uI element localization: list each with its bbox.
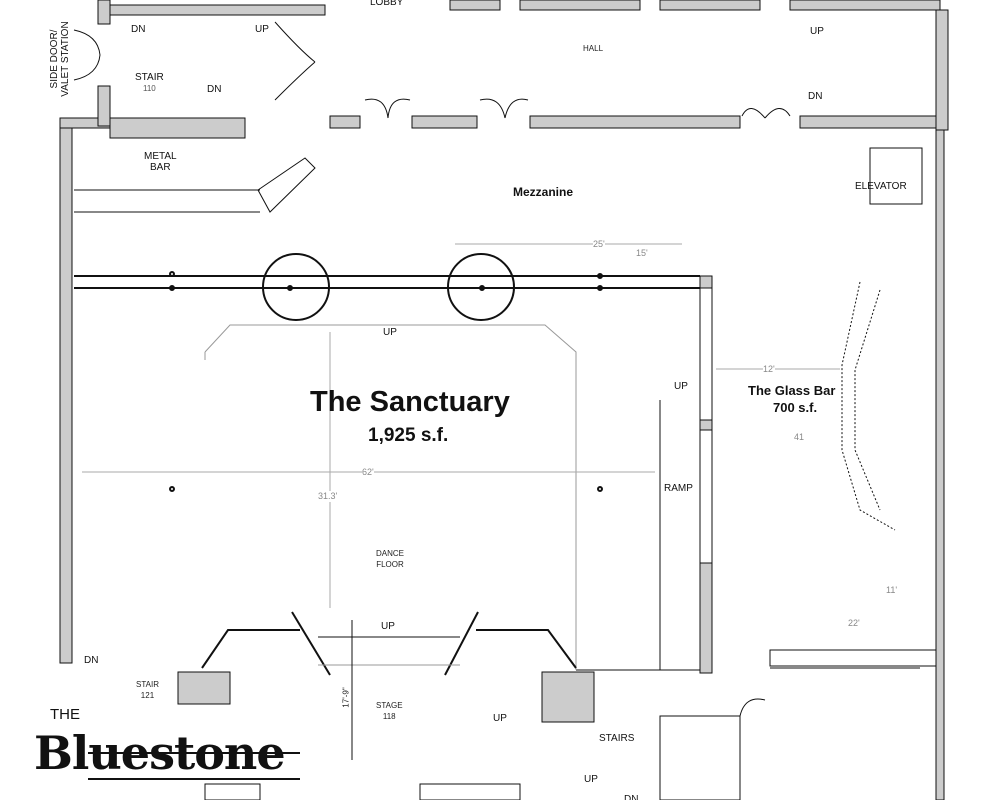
dimension-glass-bar-lower-depth: 11' [886,585,898,595]
sanctuary-area: 1,925 s.f. [368,425,449,446]
doors [73,21,791,717]
glass-bar-counter [841,281,896,531]
metal-bar-label: METAL BAR [144,151,177,173]
hall-label: HALL [583,44,604,53]
up-label: UP [584,774,598,785]
dn-label: DN [624,794,639,800]
elevator-label: ELEVATOR [855,181,907,192]
glass-bar-area: 700 s.f. [773,400,818,415]
dimension-sanctuary-depth: 31.3' [318,491,338,502]
dimension-glass-bar-width: 12' [763,364,775,375]
dance-floor-label: DANCE FLOOR [376,548,404,570]
up-label: UP [810,26,824,37]
dn-label: DN [207,84,222,95]
stage-label: STAGE 118 [376,700,403,722]
glass-bar-title: The Glass Bar [748,383,836,398]
stairs-label: STAIRS [599,733,635,744]
dimension-glass-bar-length: 41 [794,432,805,442]
stage-number: 118 [382,712,396,721]
mezzanine-label: Mezzanine [513,185,574,199]
side-door-line-1: SIDE DOOR/ [49,29,60,89]
side-door-label: SIDE DOOR/ VALET STATION [49,19,71,99]
logo-rule [88,778,300,780]
metal-bar-line-2: BAR [150,162,171,173]
lobby-label: LOBBY [370,0,404,8]
ramp-label: RAMP [664,483,693,494]
metal-bar-counter [74,157,316,213]
dance-floor-line-2: FLOOR [376,560,404,569]
up-label: UP [493,713,507,724]
up-label: UP [381,621,395,632]
up-label: UP [255,24,269,35]
sanctuary-title: The Sanctuary [310,386,510,418]
dance-floor-outline [204,324,577,670]
logo-prefix: THE [50,706,80,723]
stair-number: 121 [140,691,155,700]
stage-outline [201,629,300,669]
dimension-lines [82,243,840,760]
dimension-glass-bar-lower-width: 22' [848,618,860,628]
dimension-sanctuary-width: 62' [362,467,374,478]
dance-floor-line-1: DANCE [376,549,405,558]
metal-bar-line-1: METAL [144,151,177,162]
dn-label: DN [131,24,146,35]
dimension-mezz-depth: 15' [636,248,648,258]
stair-name: STAIR [136,680,159,689]
dimension-mezz-width: 25' [593,239,605,250]
stair-121-label: STAIR 121 [136,679,159,701]
stair-110-label: STAIR 110 [135,72,164,94]
logo-rule [88,752,300,754]
side-door-line-2: VALET STATION [60,21,71,97]
stair-name: STAIR [135,72,164,83]
stair-number: 110 [142,84,156,93]
up-label: UP [383,327,397,338]
elevator-shaft [869,147,923,205]
stage-name: STAGE [376,701,403,710]
dn-label: DN [808,91,823,102]
dimension-stage-depth: 17'-9" [341,687,351,708]
up-label: UP [674,381,688,392]
walls [59,0,949,800]
dn-label: DN [84,655,99,666]
columns [169,253,603,492]
